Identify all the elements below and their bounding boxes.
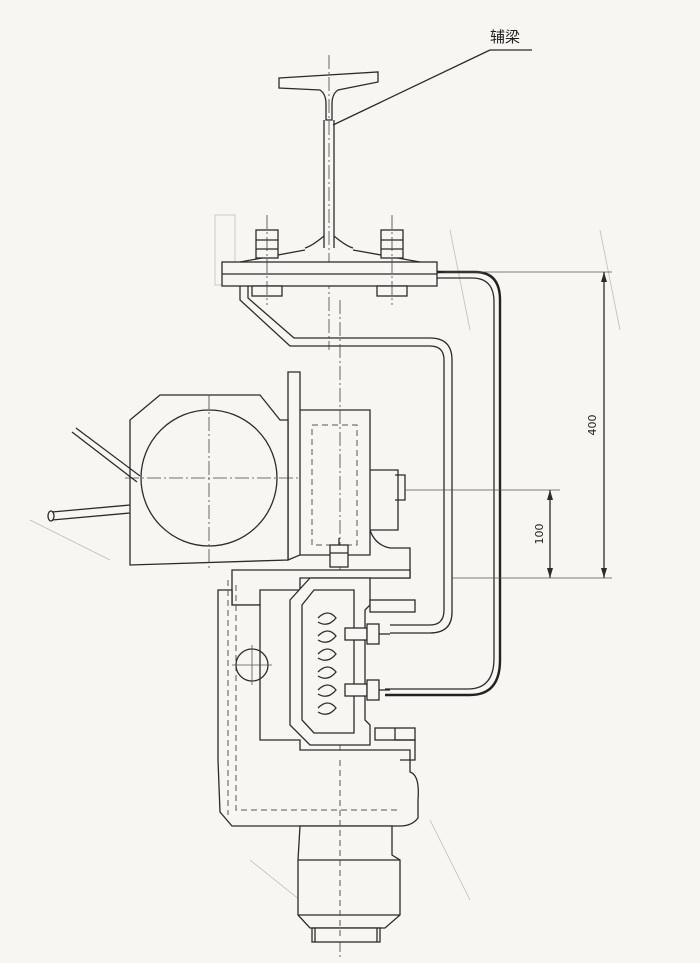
motor-housing <box>47 394 300 570</box>
terminal-hooks <box>317 612 337 715</box>
aux-beam-label-text: 辅梁 <box>490 28 520 46</box>
vertical-plate <box>287 371 371 561</box>
terminal-block <box>289 538 371 746</box>
dimension-100-text: 100 <box>533 524 546 545</box>
gear-housing <box>297 760 401 943</box>
right-bolt <box>376 215 408 305</box>
hanger-bracket <box>239 286 453 634</box>
aux-beam-label: 辅梁 <box>332 28 532 126</box>
cable-loop <box>385 270 502 697</box>
aux-beam <box>278 55 379 350</box>
dimension-400: 400 <box>444 271 612 579</box>
side-connectors <box>344 599 416 761</box>
left-bolt <box>251 215 283 305</box>
clamp-assembly <box>221 215 438 305</box>
dimension-400-text: 400 <box>586 415 599 436</box>
dimension-100: 100 <box>405 489 560 578</box>
collector-body <box>217 569 419 827</box>
